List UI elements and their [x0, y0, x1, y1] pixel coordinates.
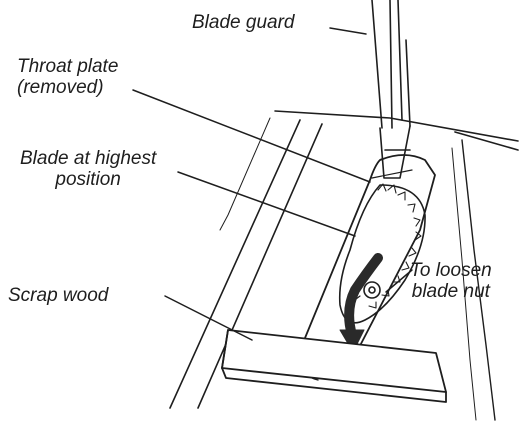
label-blade-position-line2: position [55, 169, 121, 190]
saw-table [169, 110, 519, 421]
scrap-wood-block [221, 329, 447, 403]
label-scrap-wood-text: Scrap wood [8, 285, 109, 306]
label-throat-plate: Throat plate (removed) [17, 56, 118, 98]
label-throat-plate-line2: (removed) [17, 77, 104, 98]
label-blade-guard-text: Blade guard [192, 12, 295, 33]
leader-lines [132, 27, 413, 341]
loosen-direction-arrow [339, 253, 383, 353]
leader-blade-guard [329, 27, 367, 35]
leader-loosen [385, 269, 413, 293]
leader-scrap-wood [164, 295, 253, 341]
label-blade-guard: Blade guard [192, 12, 294, 33]
label-blade-position-line1: Blade at highest [20, 148, 157, 169]
leader-blade-position [177, 171, 356, 237]
label-throat-plate-line1: Throat plate [17, 56, 119, 77]
blade-guard [371, 0, 411, 179]
label-loosen-line1: To loosen [410, 260, 492, 281]
label-loosen-line2: blade nut [411, 281, 490, 302]
label-blade-position: Blade at highest position [20, 148, 156, 190]
label-scrap-wood: Scrap wood [8, 285, 108, 306]
leader-throat-plate [132, 89, 371, 183]
label-loosen-blade-nut: To loosen blade nut [410, 260, 492, 302]
